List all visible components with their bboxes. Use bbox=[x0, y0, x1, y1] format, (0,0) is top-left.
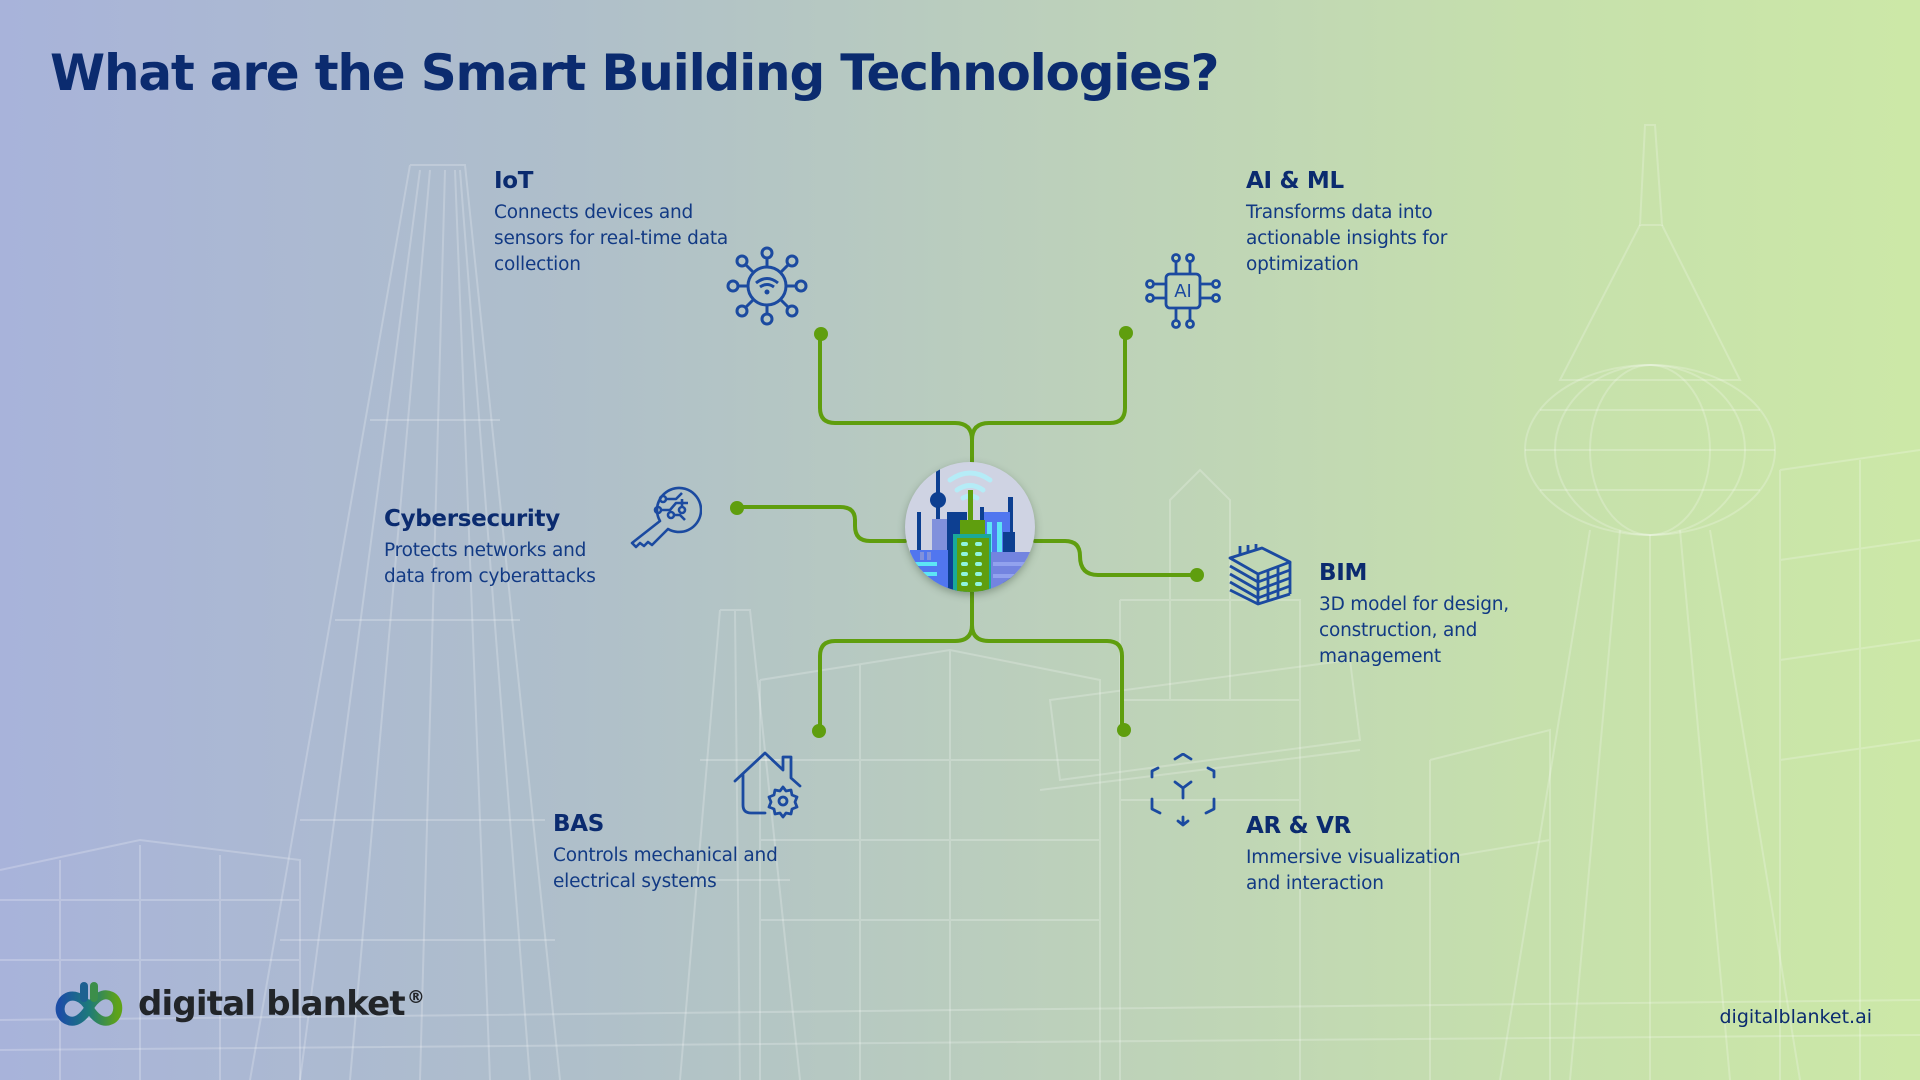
brand-name-text: digital blanket bbox=[138, 984, 406, 1024]
connector-node-iot bbox=[814, 327, 828, 341]
connector-node-bim bbox=[1190, 568, 1204, 582]
tech-item-bim: BIM 3D model for design, construction, a… bbox=[1319, 560, 1559, 670]
smart-city-hub bbox=[905, 462, 1035, 592]
tech-description-ai-ml: Transforms data into actionable insights… bbox=[1246, 202, 1448, 275]
connector-node-cybersecurity bbox=[730, 501, 744, 515]
tech-item-iot: IoT Connects devices and sensors for rea… bbox=[494, 168, 734, 278]
tech-description-bim: 3D model for design, construction, and m… bbox=[1319, 594, 1509, 667]
tech-title-bas: BAS bbox=[553, 811, 604, 837]
tech-description-bas: Controls mechanical and electrical syste… bbox=[553, 845, 778, 892]
connector-node-ar-vr bbox=[1117, 723, 1131, 737]
tech-item-bas: BAS Controls mechanical and electrical s… bbox=[553, 811, 783, 895]
tech-item-ai-ml: AI & ML Transforms data into actionable … bbox=[1246, 168, 1496, 278]
ar-cube-icon bbox=[1150, 753, 1216, 827]
page-title: What are the Smart Building Technologies… bbox=[50, 44, 1220, 102]
tech-description-cybersecurity: Protects networks and data from cyberatt… bbox=[384, 540, 596, 587]
tech-title-ar-vr: AR & VR bbox=[1246, 813, 1351, 839]
connector-node-bas bbox=[812, 724, 826, 738]
tech-description-ar-vr: Immersive visualization and interaction bbox=[1246, 847, 1461, 894]
tech-title-iot: IoT bbox=[494, 168, 534, 194]
building-model-icon bbox=[1228, 544, 1292, 606]
digital-key-icon bbox=[630, 486, 702, 549]
svg-text:AI: AI bbox=[1174, 281, 1192, 302]
brand-logo: digital blanket® bbox=[50, 980, 425, 1028]
brand-name: digital blanket® bbox=[138, 984, 425, 1024]
house-gear-icon bbox=[733, 751, 802, 819]
smart-city-icon bbox=[910, 467, 1035, 592]
tech-description-iot: Connects devices and sensors for real-ti… bbox=[494, 202, 729, 275]
website-link[interactable]: digitalblanket.ai bbox=[1719, 1006, 1872, 1028]
digital-blanket-logo-icon bbox=[55, 982, 123, 1026]
tech-title-ai-ml: AI & ML bbox=[1246, 168, 1344, 194]
tech-item-cybersecurity: Cybersecurity Protects networks and data… bbox=[384, 506, 604, 590]
ai-chip-icon: AI bbox=[1145, 253, 1221, 329]
tech-title-cybersecurity: Cybersecurity bbox=[384, 506, 560, 532]
tech-item-ar-vr: AR & VR Immersive visualization and inte… bbox=[1246, 813, 1476, 897]
tech-title-bim: BIM bbox=[1319, 560, 1368, 586]
iot-network-icon bbox=[726, 246, 808, 326]
connector-node-ai-ml bbox=[1119, 326, 1133, 340]
registered-mark: ® bbox=[406, 986, 425, 1008]
